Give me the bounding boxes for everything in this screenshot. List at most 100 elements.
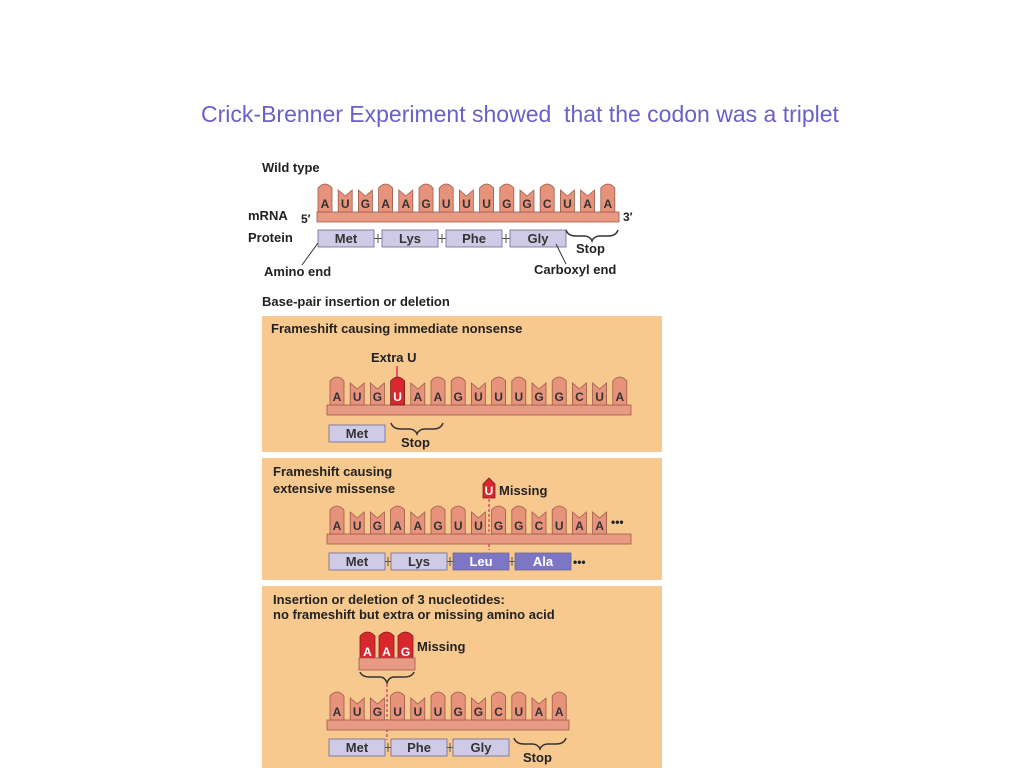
panel2-nucleotide-9: G	[511, 505, 527, 535]
wild-type-nucleotide-13: A	[580, 189, 595, 213]
panel3-nucleotide-letter-10: A	[535, 705, 544, 719]
panel1-amino-box-0	[328, 424, 386, 443]
panel2-nucleotide-letter-8: G	[494, 519, 503, 533]
panel1-nucleotide-10: G	[531, 382, 547, 406]
wild-type-nucleotide-7: U	[459, 189, 474, 213]
protein-label: Protein	[248, 230, 293, 245]
panel3-nucleotide-letter-7: G	[474, 705, 483, 719]
panel1-nucleotide-letter-1: U	[353, 390, 362, 404]
amino-end-pointer	[301, 242, 319, 266]
panel3-nucleotide-1: U	[349, 697, 365, 721]
panel2-nucleotide-letter-11: U	[555, 519, 564, 533]
panel3-nucleotide-3: U	[390, 691, 405, 721]
panel2-amino-acid-1: Lys	[408, 554, 430, 569]
wild-type-nucleotide-shape-0	[317, 183, 333, 213]
panel3-nucleotide-shape-4	[410, 697, 426, 721]
panel1-nucleotide-shape-3	[390, 376, 405, 406]
panel1-nucleotide-6: G	[450, 376, 466, 406]
panel3-nucleotide-letter-3: U	[393, 705, 402, 719]
five-prime-label: 5′	[301, 212, 311, 226]
panel3-amino-acid-0: Met	[346, 740, 369, 755]
panel1-nucleotide-shape-5	[430, 376, 446, 406]
panel2-nucleotide-shape-10	[531, 511, 547, 535]
carboxyl-end-pointer	[555, 243, 567, 265]
wild-type-amino-acid-2: Phe	[462, 231, 486, 246]
panel1-nucleotide-5: A	[430, 376, 446, 406]
panel1-protein: Met	[328, 424, 386, 443]
wild-type-nucleotide-letter-1: U	[341, 197, 350, 211]
panel2-nucleotide-6: U	[450, 505, 466, 535]
panel1-nucleotide-shape-12	[572, 382, 587, 406]
panel3-missing-backbone	[358, 657, 416, 671]
panel1-nucleotide-3: U	[390, 376, 405, 406]
panel3-nucleotide-shape-5	[430, 691, 446, 721]
panel3-missing-nucleotide-0: A	[359, 631, 376, 661]
panel3-nucleotide-letter-0: A	[333, 705, 342, 719]
wild-type-nucleotide-letter-12: U	[563, 197, 572, 211]
wild-type-nucleotide-8: U	[479, 183, 494, 213]
panel3-missing-nucleotide-2: G	[397, 631, 414, 661]
panel2-amino-acid-3: Ala	[533, 554, 554, 569]
panel1-nucleotide-letter-6: G	[454, 390, 463, 404]
panel2-nucleotide-letter-5: G	[433, 519, 442, 533]
panel3-nucleotide-9: U	[511, 691, 527, 721]
panel2-nucleotide-3: A	[390, 505, 405, 535]
wild-type-nucleotide-shape-8	[479, 183, 494, 213]
wild-type-nucleotide-5: G	[418, 183, 434, 213]
wild-type-nucleotide-3: A	[378, 183, 393, 213]
panel3-nucleotide-2: G	[370, 697, 385, 721]
panel1-nucleotide-letter-14: A	[615, 390, 624, 404]
panel1-amino-acid-0: Met	[346, 426, 369, 441]
panel2-trailing-dots: •••	[611, 515, 624, 529]
wild-type-nucleotide-letter-2: G	[361, 197, 370, 211]
slide-title: Crick-Brenner Experiment showed that the…	[201, 101, 839, 127]
wild-type-nucleotide-shape-12	[560, 189, 575, 213]
panel3-nucleotide-shape-3	[390, 691, 405, 721]
panel3-nucleotide-shape-10	[531, 697, 547, 721]
panel3-nucleotide-shape-0	[329, 691, 345, 721]
wild-type-mrna-backbone	[316, 211, 620, 223]
panel2-nucleotide-shape-2	[370, 511, 385, 535]
panel3-nucleotide-shape-9	[511, 691, 527, 721]
panel3-missing-nucleotide-letter-2: G	[401, 645, 410, 659]
panel2-heading-line2: extensive missense	[273, 481, 395, 496]
wild-type-nucleotide-shape-2	[358, 189, 373, 213]
panel2-nucleotide-11: U	[551, 505, 567, 535]
panel2-nucleotide-letter-9: G	[514, 519, 523, 533]
panel1-nucleotide-shape-11	[551, 376, 567, 406]
panel3-nucleotide-shape-2	[370, 697, 385, 721]
panel2-nucleotide-letter-2: G	[373, 519, 382, 533]
wild-type-nucleotide-10: G	[519, 189, 535, 213]
panel1-nucleotide-shape-14	[612, 376, 628, 406]
panel1-nucleotide-shape-13	[592, 382, 607, 406]
panel2-amino-acid-0: Met	[346, 554, 369, 569]
wild-type-nucleotide-letter-11: C	[543, 197, 552, 211]
panel3-nucleotide-letter-11: A	[555, 705, 564, 719]
panel3-amino-acid-1: Phe	[407, 740, 431, 755]
panel1-nucleotide-letter-9: U	[514, 390, 523, 404]
wild-type-nucleotide-shape-13	[580, 189, 595, 213]
mrna-label: mRNA	[248, 208, 288, 223]
wild-type-nucleotide-4: A	[398, 189, 414, 213]
wild-type-nucleotide-0: A	[317, 183, 333, 213]
panel2-nucleotide-shape-1	[349, 511, 365, 535]
wild-type-nucleotide-letter-0: A	[321, 197, 330, 211]
panel3-nucleotide-7: G	[471, 697, 486, 721]
panel2-nucleotide-0: A	[329, 505, 345, 535]
panel1-nucleotide-shape-10	[531, 382, 547, 406]
panel2-nucleotide-letter-1: U	[353, 519, 362, 533]
panel3-nucleotide-11: A	[551, 691, 567, 721]
panel2-nucleotide-shape-6	[450, 505, 466, 535]
panel3-nucleotide-0: A	[329, 691, 345, 721]
panel1-nucleotide-9: U	[511, 376, 527, 406]
panel3-heading-line1: Insertion or deletion of 3 nucleotides:	[273, 592, 505, 607]
panel3-nucleotide-letter-4: U	[413, 705, 422, 719]
panel1-nucleotide-letter-10: G	[534, 390, 543, 404]
panel1-nucleotide-8: U	[491, 376, 506, 406]
panel1-nucleotide-4: A	[410, 382, 426, 406]
